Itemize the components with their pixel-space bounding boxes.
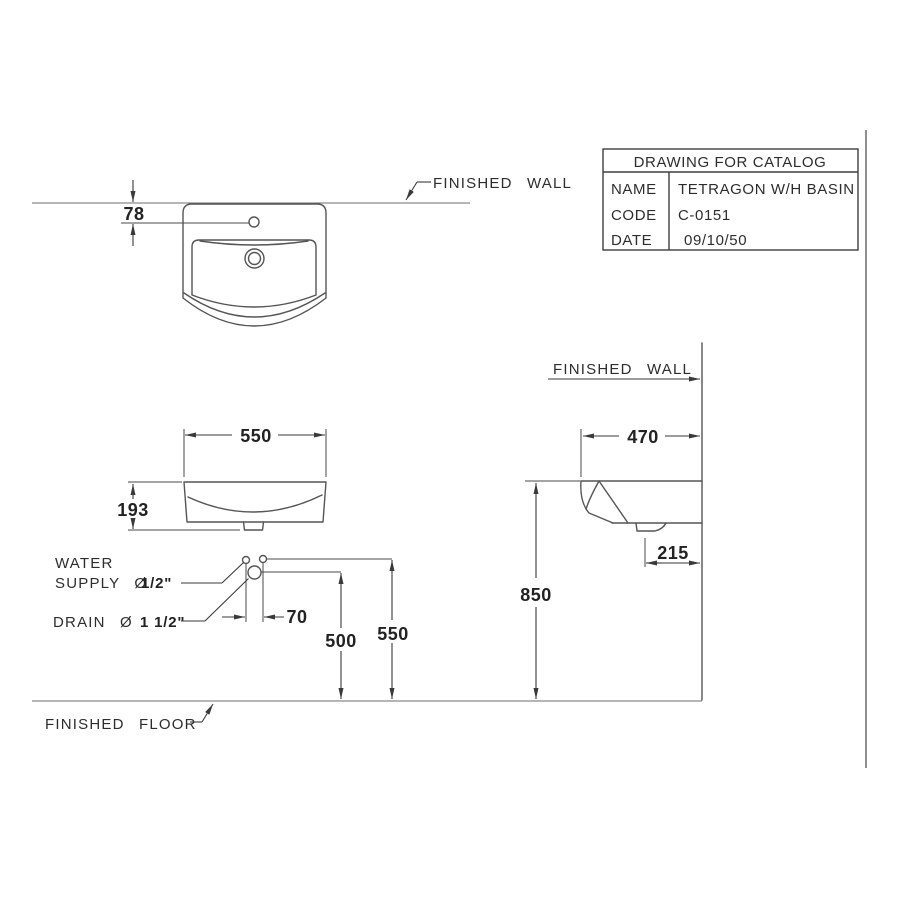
name-value: TETRAGON W/H BASIN <box>678 181 855 198</box>
dim-193-height: 193 <box>117 500 149 520</box>
basin-front-view: 550 193 <box>117 426 327 531</box>
finished-wall-top-label: FINISHED WALL <box>433 175 572 192</box>
floor-leader-arrow <box>201 703 214 723</box>
side-profile-front-face <box>580 480 614 524</box>
title-block-border <box>602 148 859 251</box>
basin-outer-outline <box>182 203 327 327</box>
finished-floor: FINISHED FLOOR <box>32 700 702 733</box>
code-label: CODE <box>611 207 657 224</box>
basin-front-rim-arc <box>183 292 326 318</box>
name-label: NAME <box>611 181 657 198</box>
supply-drain-roughin: WATER SUPPLY Ø 1/2" DRAIN Ø 1 1/2" 70 50… <box>53 554 409 699</box>
overflow-hole-outer <box>244 248 265 269</box>
date-label: DATE <box>611 232 652 249</box>
basin-side-view: FINISHED WALL 470 215 850 <box>520 342 703 701</box>
dim-850-rim-height: 850 <box>520 585 552 605</box>
dim-70-spacing: 70 <box>286 607 307 627</box>
side-profile-bowl-slope <box>598 480 629 524</box>
water-supply-size: 1/2" <box>141 575 172 592</box>
water-supply-point-left <box>241 555 251 565</box>
leader-arrow <box>405 181 418 201</box>
date-value: 09/10/50 <box>684 232 747 249</box>
title-block: DRAWING FOR CATALOG NAME TETRAGON W/H BA… <box>602 148 859 251</box>
water-supply-point-right <box>258 554 268 564</box>
drain-stub-front <box>242 521 265 531</box>
basin-back-rim-line <box>199 240 309 246</box>
drain-label: DRAIN Ø <box>53 614 133 631</box>
code-value: C-0151 <box>678 207 731 224</box>
basin-front-outline <box>183 481 327 523</box>
finished-wall-side-label: FINISHED WALL <box>553 361 692 378</box>
drain-stub-side <box>635 522 667 532</box>
dim-470-depth: 470 <box>627 427 659 447</box>
faucet-hole <box>248 216 260 228</box>
water-supply-leader-2 <box>221 562 244 584</box>
dim-500-drain-height: 500 <box>325 631 357 651</box>
dim-550-supply-height: 550 <box>377 624 409 644</box>
dim-78: 78 <box>123 204 144 224</box>
dim-550-width: 550 <box>240 426 272 446</box>
basin-front-inner-curve <box>187 494 323 513</box>
drain-leader-2 <box>204 578 249 622</box>
basin-inner-bowl-outline <box>191 239 317 308</box>
water-supply-label-line2: SUPPLY Ø <box>55 575 147 592</box>
overflow-hole-inner <box>247 251 262 266</box>
side-profile-inner-rim-curve <box>585 480 600 510</box>
title-block-header: DRAWING FOR CATALOG <box>634 154 827 171</box>
finished-floor-label: FINISHED FLOOR <box>45 716 197 733</box>
drain-size: 1 1/2" <box>140 614 185 631</box>
basin-top-view: FINISHED WALL 78 <box>32 175 572 327</box>
water-supply-label-line1: WATER <box>55 555 114 572</box>
dim-215-drain-offset: 215 <box>657 543 689 563</box>
drain-point <box>247 565 262 580</box>
